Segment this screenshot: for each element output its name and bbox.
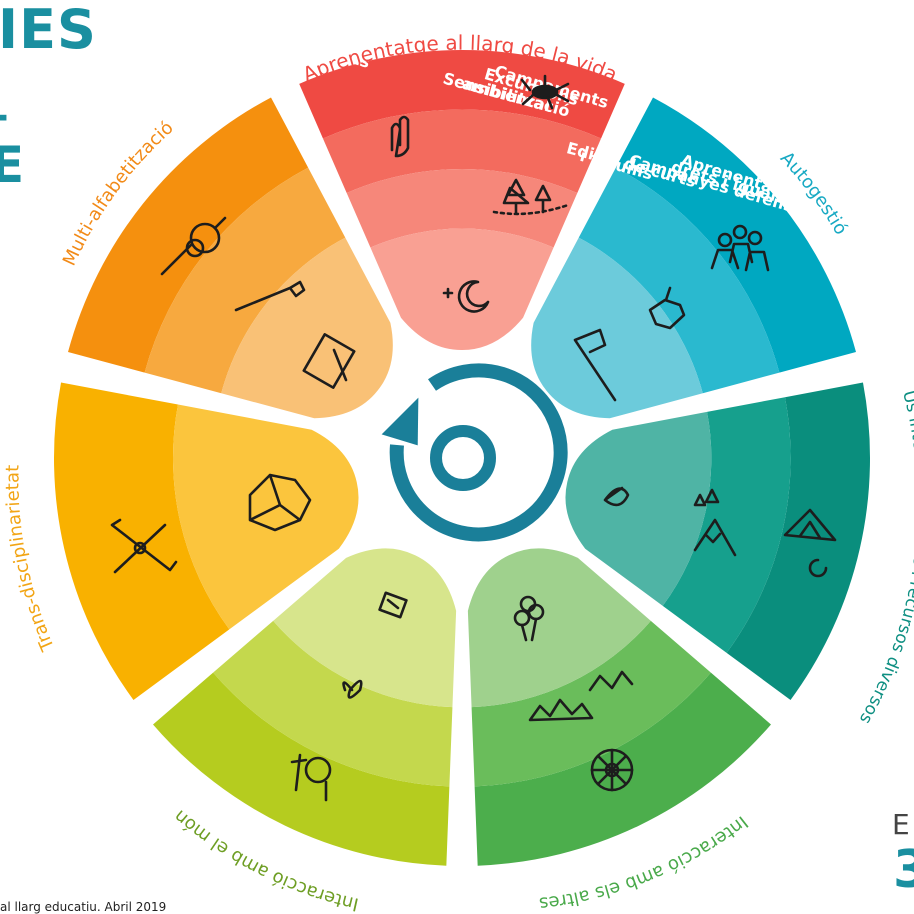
leaf-icon <box>603 486 630 507</box>
header-title-line1: IES <box>0 0 97 61</box>
moon-icon <box>442 280 490 313</box>
footer-text: al llarg educatiu. Abril 2019 <box>0 900 167 914</box>
tablet-icon <box>302 333 356 389</box>
segment-bottom-left-band-3 <box>273 548 457 708</box>
segment-bottom-left-band-2 <box>213 620 453 787</box>
segment-top-band-1 <box>299 50 625 139</box>
mountain-icon <box>693 488 737 557</box>
segment-top-label-1: Descobertes <box>40 0 153 20</box>
people-icon <box>710 224 770 272</box>
thumbs-icon <box>648 286 686 330</box>
segment-top-right-band-3 <box>531 237 703 419</box>
hands-icon <box>248 473 312 532</box>
activist-icon <box>290 753 332 802</box>
segment-left-band-1 <box>54 382 230 700</box>
header-title-line3: E <box>0 136 25 194</box>
footer-right-letter: E <box>892 808 910 841</box>
crowns-icon <box>528 670 634 722</box>
footer-right-number: 3 <box>893 840 914 900</box>
infinity-icon <box>342 679 363 699</box>
flag-icon <box>573 328 617 402</box>
wheel-icon <box>590 748 634 792</box>
guitar-icon <box>160 216 227 276</box>
trees-icon <box>492 178 570 216</box>
tools-icon <box>110 518 178 574</box>
segment-top-left-band-3 <box>221 237 393 419</box>
segment-right-band-1 <box>726 382 870 700</box>
cycle-icon <box>381 363 568 542</box>
film-icon <box>378 591 408 619</box>
segment-top-right-band-2 <box>578 167 780 394</box>
balloons-icon <box>513 595 545 642</box>
hand-icon <box>390 115 410 158</box>
segment-top-left-band-1 <box>68 97 309 373</box>
bug-icon <box>520 74 570 110</box>
segment-bottom-left-band-1 <box>153 672 450 866</box>
segment-bottom-right-band-2 <box>471 620 711 787</box>
header-title-line2: - <box>0 93 9 139</box>
segment-left-band-2 <box>173 404 359 630</box>
segment-bottom-right-label-1: Jocs cooperatius <box>752 0 900 10</box>
brush-icon <box>234 280 306 312</box>
tent-icon <box>783 508 837 578</box>
segment-right-band-3 <box>565 411 712 606</box>
segment-bottom-right-band-3 <box>467 548 651 708</box>
outer-label-left: Trans-disciplinarietat <box>2 465 59 655</box>
segment-right-band-2 <box>662 397 791 653</box>
segment-top-left-band-2 <box>144 167 346 394</box>
